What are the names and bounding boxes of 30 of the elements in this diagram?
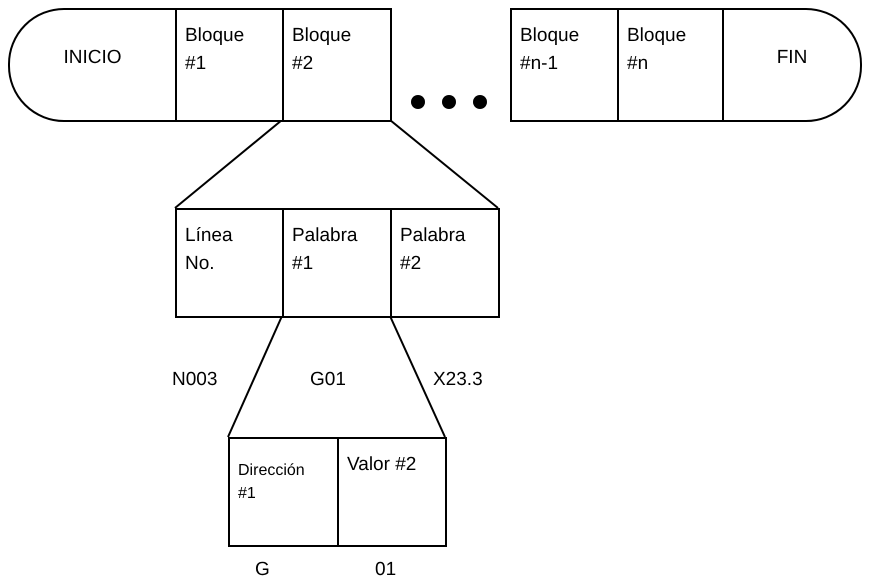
box-label: Palabra #2 xyxy=(400,224,466,276)
box-label: Línea No. xyxy=(185,224,234,276)
box-label: Palabra #1 xyxy=(292,224,358,276)
expansion-line xyxy=(389,316,446,438)
block-box xyxy=(175,208,284,318)
value-label: N003 xyxy=(172,368,218,392)
expansion-line xyxy=(227,316,283,438)
box-label: FIN xyxy=(776,46,808,70)
block-box xyxy=(228,437,339,547)
box-label: Bloque #n xyxy=(627,24,688,76)
block-box xyxy=(510,8,619,122)
terminal-box xyxy=(722,8,862,122)
box-label: Bloque #n-1 xyxy=(520,24,580,76)
box-label: INICIO xyxy=(62,46,123,70)
value-label: 01 xyxy=(375,558,396,582)
block-box xyxy=(337,437,447,547)
block-box xyxy=(282,208,392,318)
box-label: Dirección #1 xyxy=(238,461,306,504)
box-label: Bloque #2 xyxy=(292,24,352,76)
terminal-box xyxy=(8,8,177,122)
value-label: X23.3 xyxy=(433,368,483,392)
block-box xyxy=(617,8,724,122)
value-label: G01 xyxy=(310,368,346,392)
expansion-line xyxy=(389,119,499,209)
block-box xyxy=(175,8,284,122)
box-label: Bloque #1 xyxy=(185,24,246,76)
value-label: G xyxy=(255,558,270,582)
block-box xyxy=(282,8,392,122)
block-box xyxy=(390,208,500,318)
box-label: Valor #2 xyxy=(347,453,418,477)
